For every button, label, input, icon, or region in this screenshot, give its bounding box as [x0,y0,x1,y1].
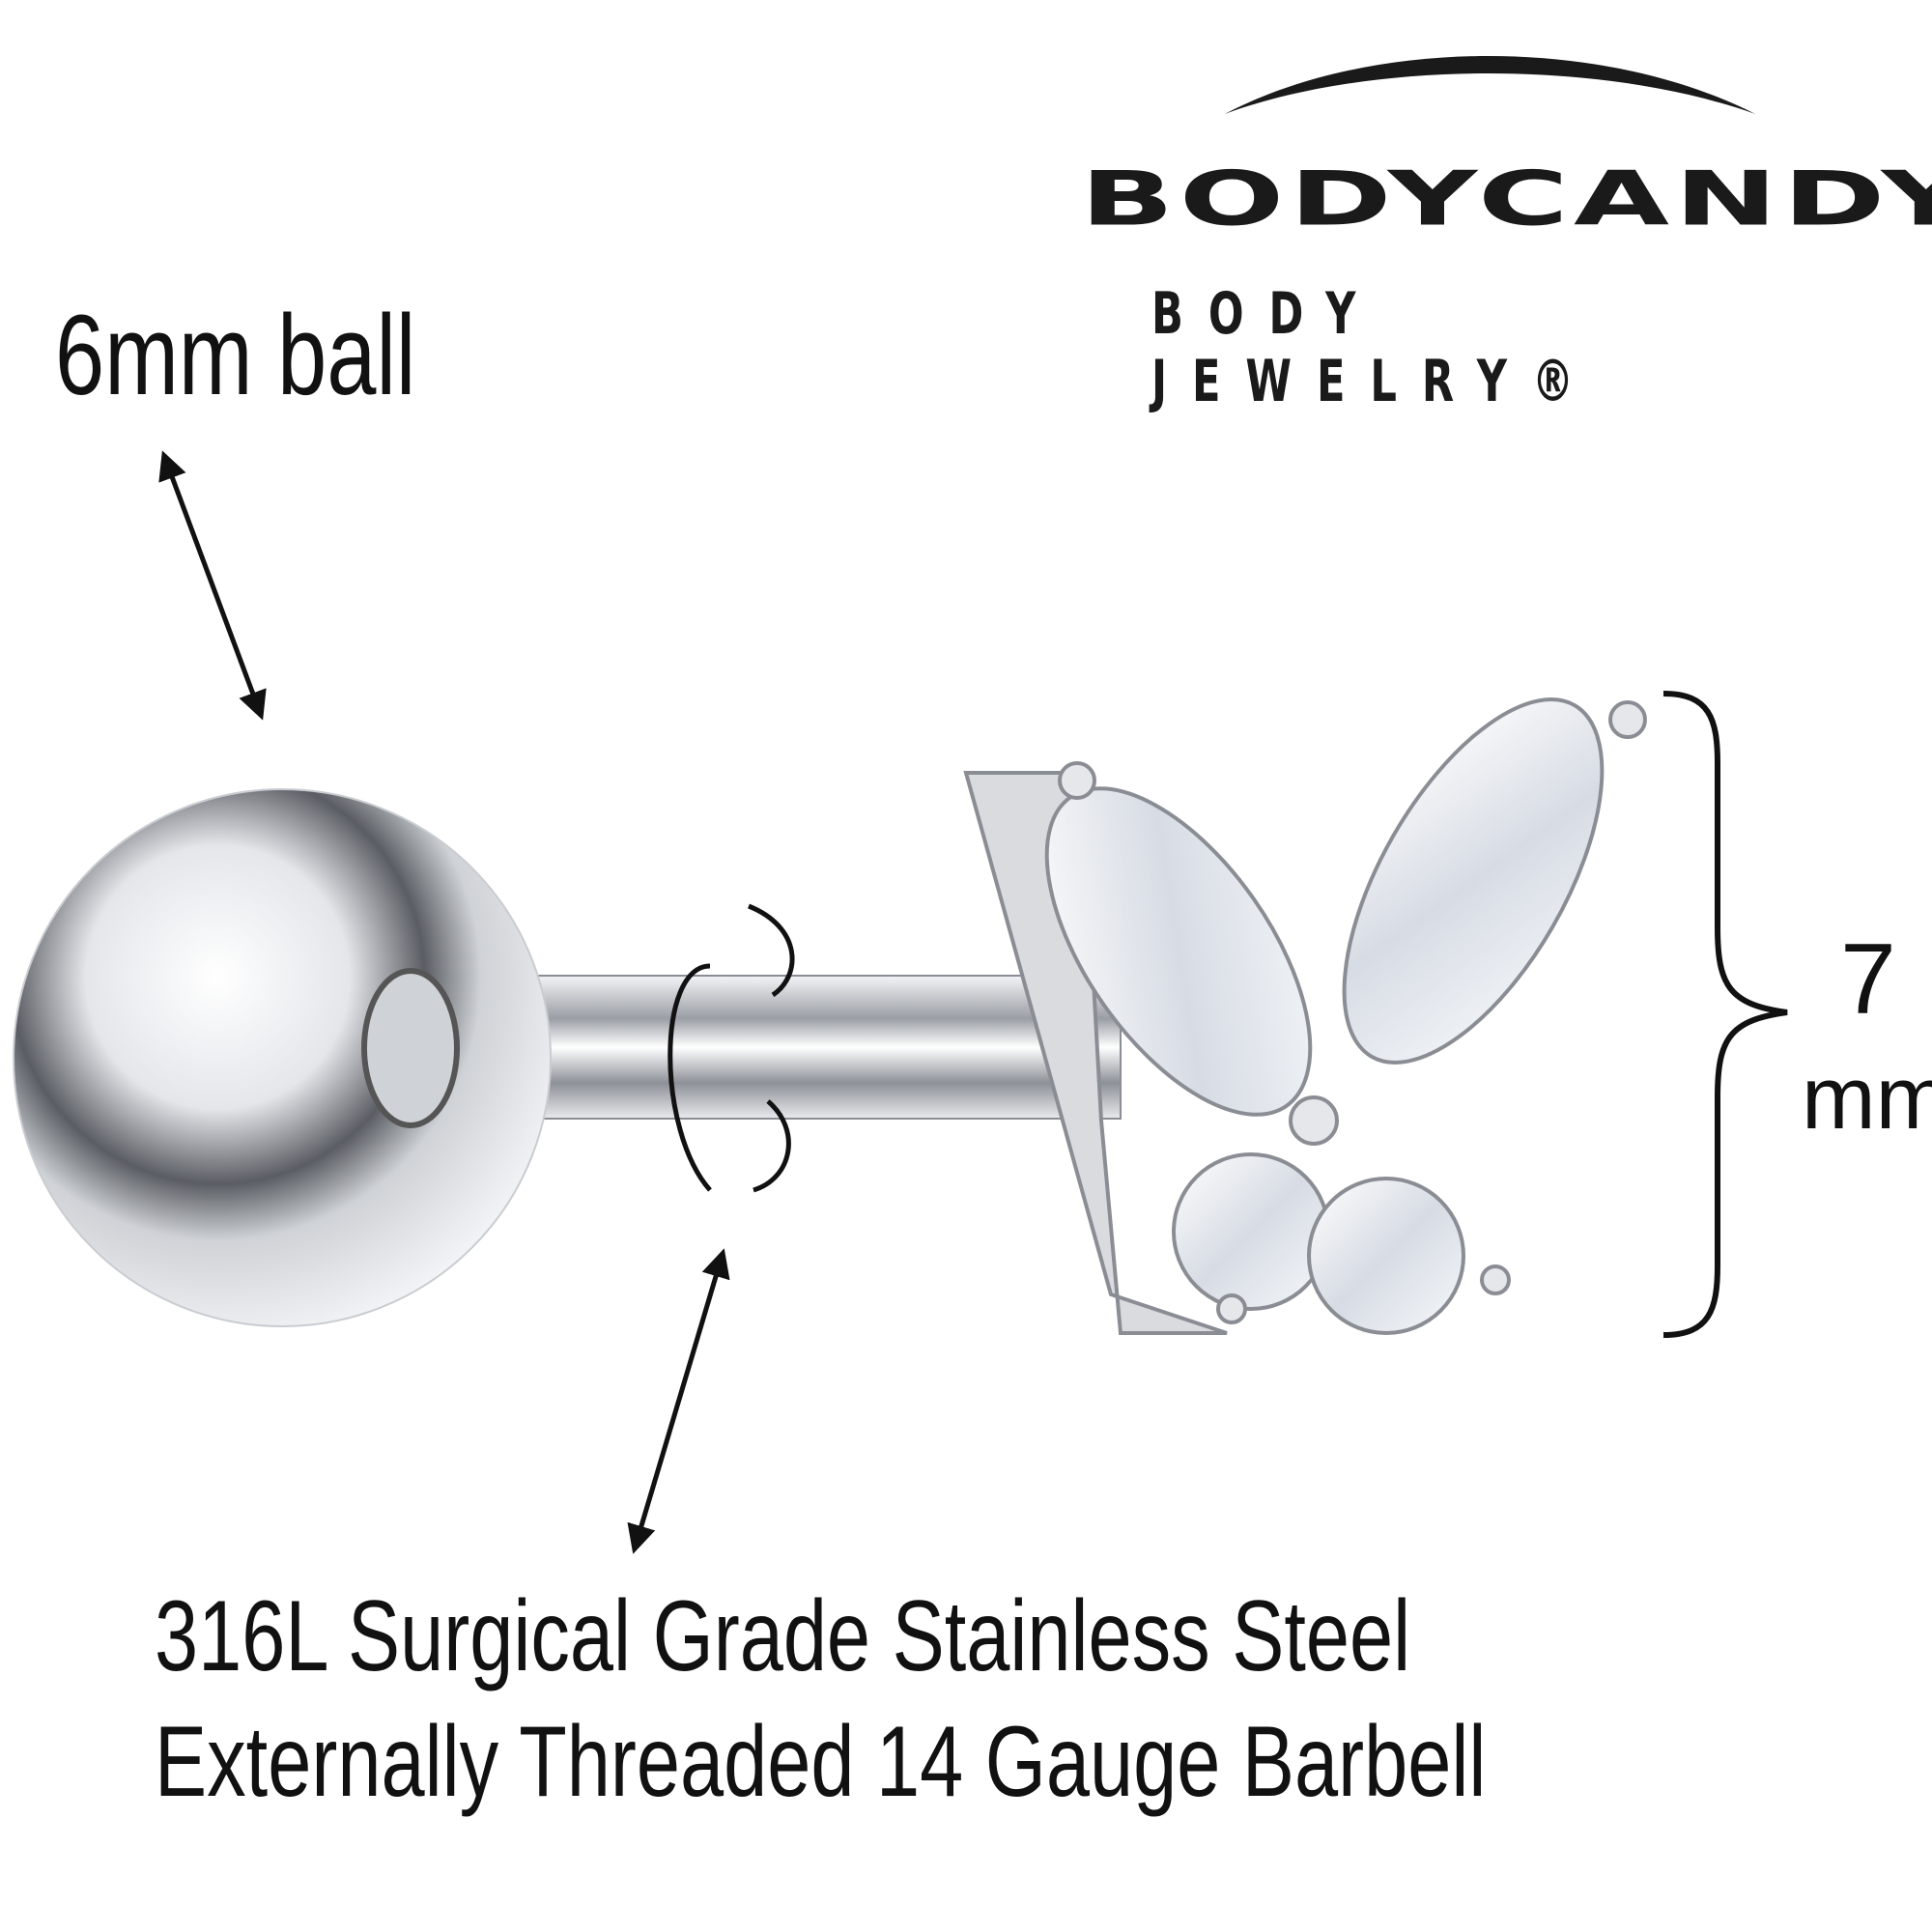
material-spec-label: 316L Surgical Grade Stainless Steel [155,1580,1411,1692]
ball-thread-collar [361,968,460,1128]
logo-tagline: BODY JEWELRY® [1151,280,1600,415]
logo-arc [1225,56,1755,114]
butterfly-charm [963,697,1647,1335]
height-value-label: 7 [1840,923,1896,1036]
gauge-arrow [627,1248,730,1554]
barbell-ball [13,788,552,1327]
ball-size-label: 6mm ball [55,292,416,419]
gauge-ring [668,903,795,1193]
ball-size-arrow [158,450,267,721]
logo-brand-text: BODYCANDY [1080,155,1932,243]
barbell-spec-label: Externally Threaded 14 Gauge Barbell [155,1706,1487,1818]
height-unit-label: mm [1802,1049,1932,1148]
height-brace [1662,691,1788,1338]
brand-logo: BODYCANDY BODY JEWELRY® [1072,39,1932,415]
